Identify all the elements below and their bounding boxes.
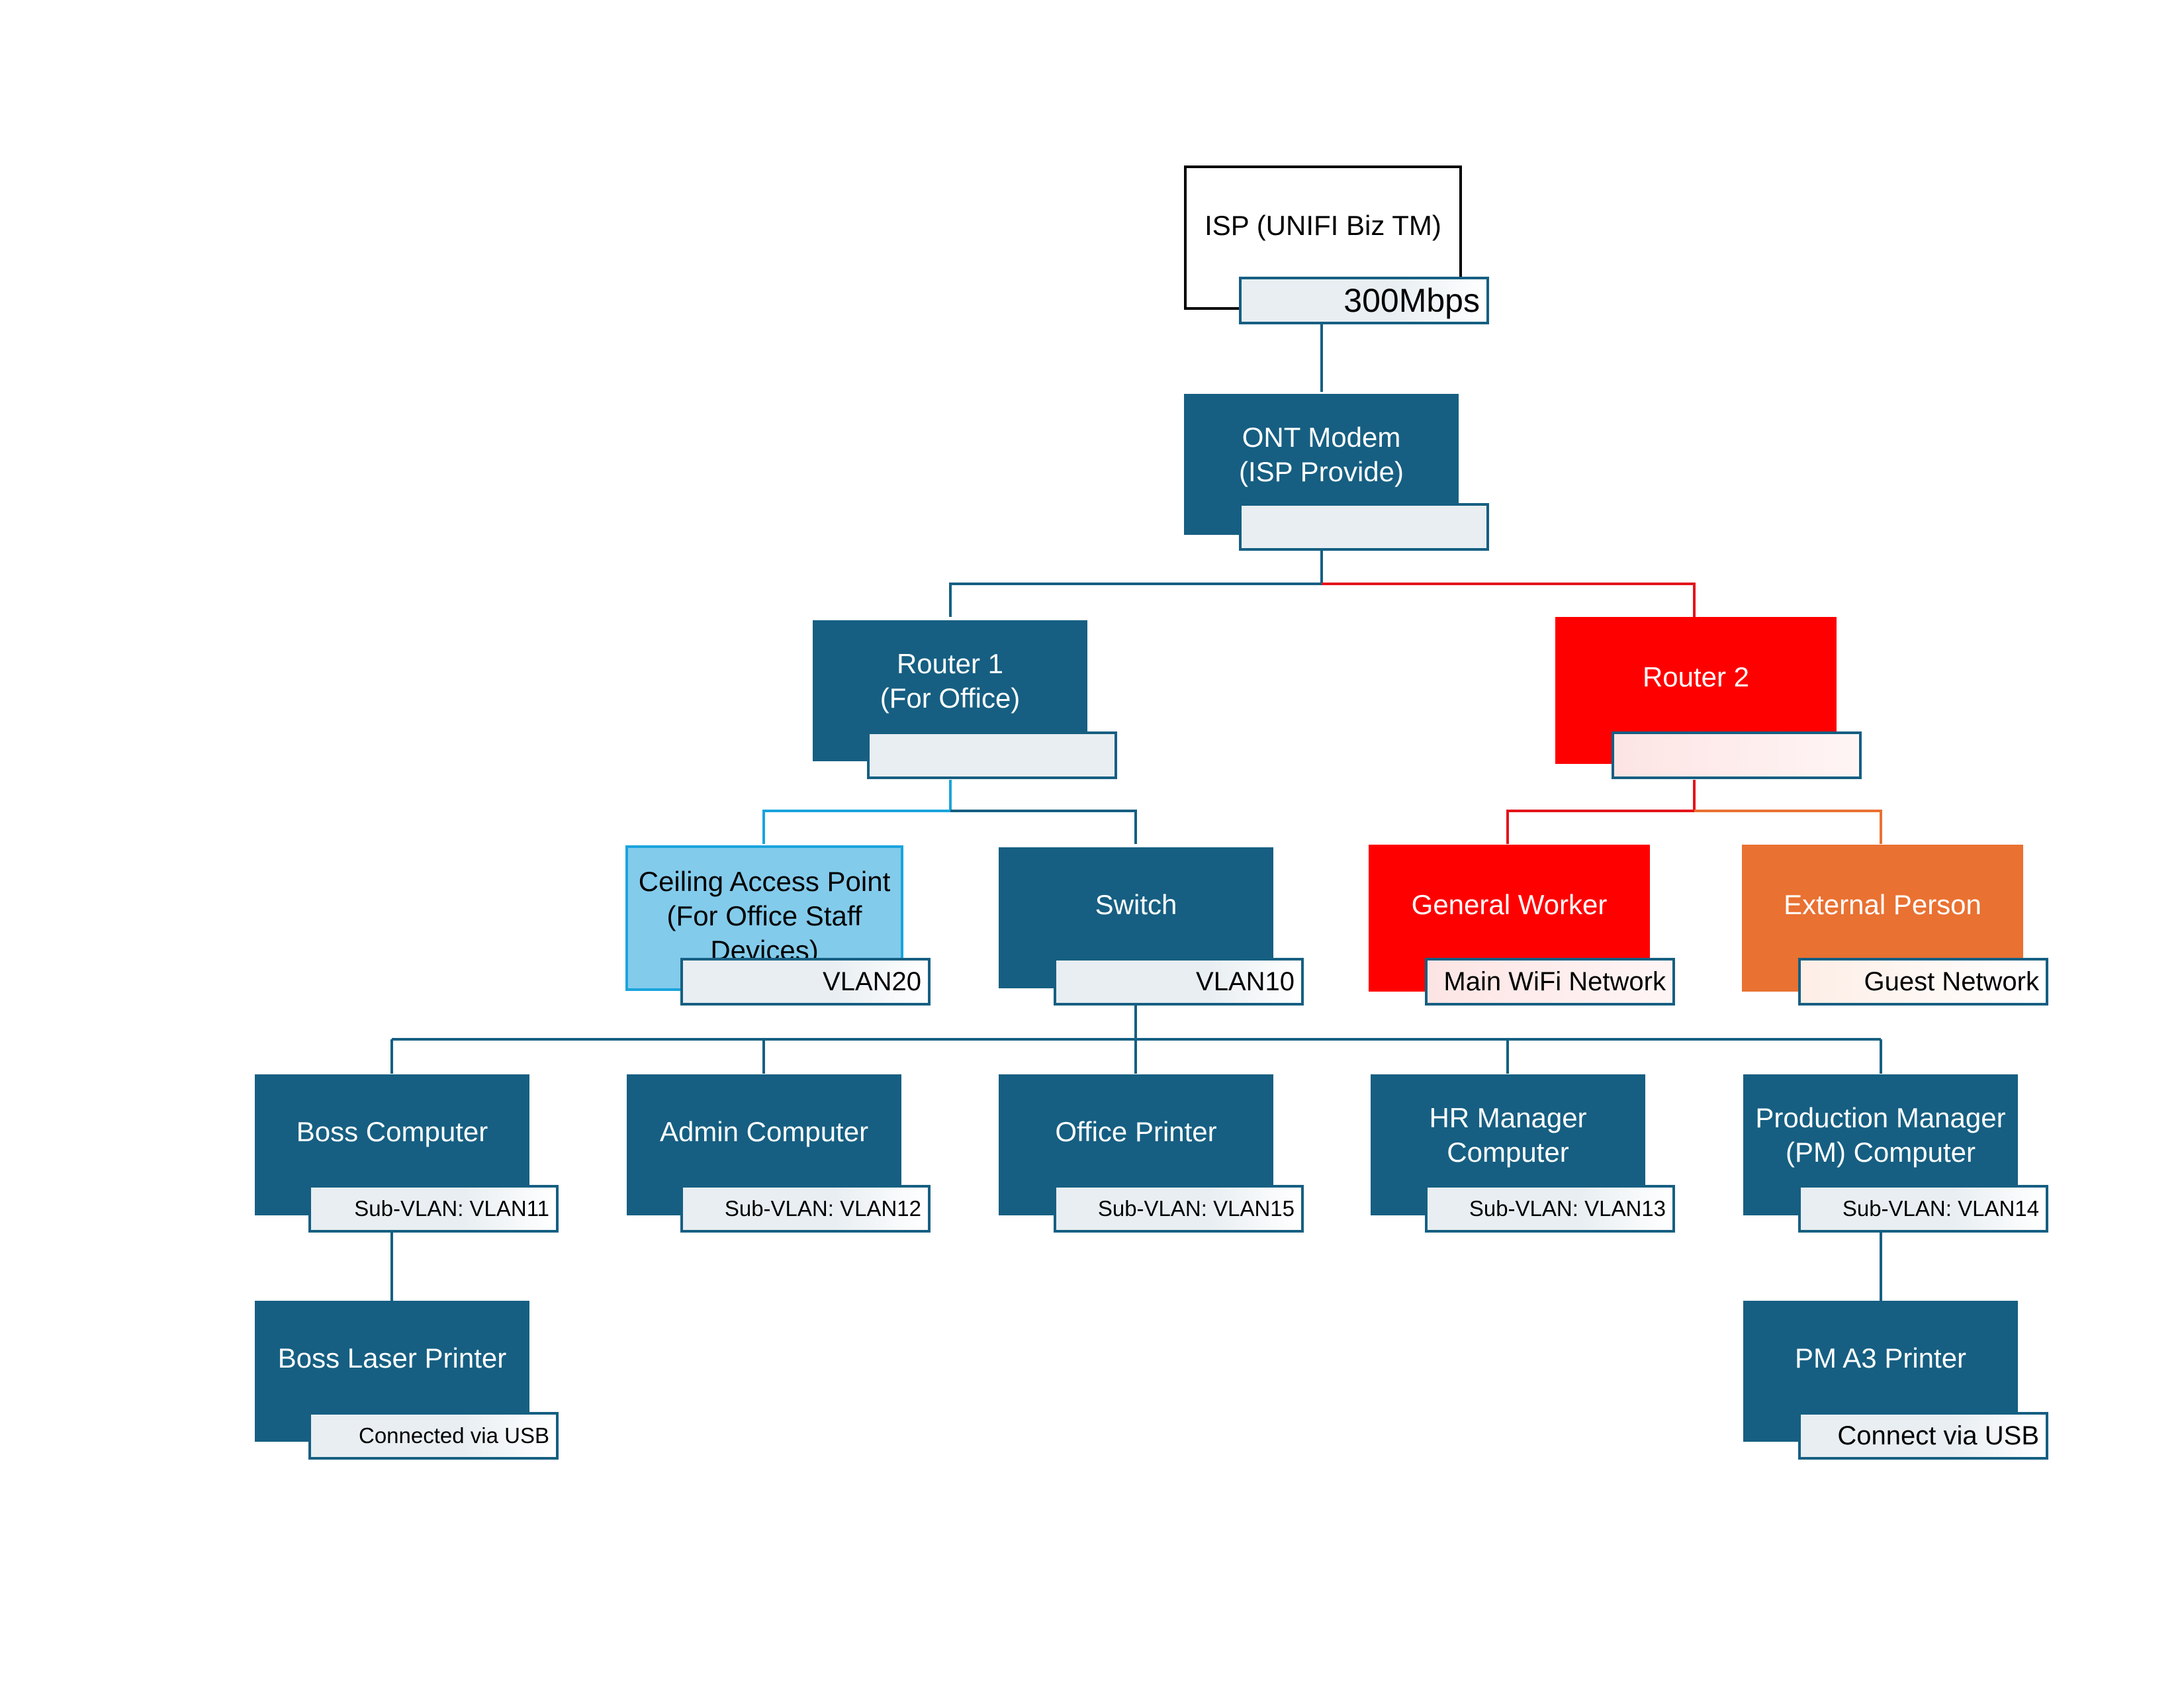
- connector-router2-external: [1694, 810, 1882, 844]
- boss-computer-title: Boss Computer: [296, 1115, 488, 1147]
- admin-computer-vlan-tag: Sub-VLAN: VLAN12: [680, 1185, 931, 1233]
- connector-switch-bus: [390, 1005, 1882, 1074]
- connector-ont-router2: [1322, 583, 1696, 617]
- isp-bandwidth-tag: 300Mbps: [1239, 277, 1489, 324]
- office-printer-title: Office Printer: [1055, 1115, 1217, 1147]
- pm-computer-vlan-tag: Sub-VLAN: VLAN14: [1798, 1185, 2048, 1233]
- connector-ont-router1: [949, 551, 1323, 617]
- pm-a3-printer-connection-tag: Connect via USB: [1798, 1412, 2048, 1460]
- admin-computer-title: Admin Computer: [659, 1115, 869, 1147]
- external-person-title: External Person: [1784, 889, 1981, 920]
- general-worker-title: General Worker: [1411, 889, 1608, 920]
- router2-tag: [1612, 731, 1862, 779]
- ont-modem-title: ONT Modem (ISP Provide): [1239, 421, 1404, 487]
- boss-laser-printer-connection-tag: Connected via USB: [308, 1412, 559, 1460]
- ont-modem-tag: [1239, 503, 1489, 551]
- router2-title: Router 2: [1642, 661, 1750, 692]
- external-person-network-tag: Guest Network: [1798, 958, 2048, 1006]
- router1-tag: [867, 731, 1117, 779]
- connector-router1-ap: [762, 780, 952, 844]
- general-worker-network-tag: Main WiFi Network: [1425, 958, 1675, 1006]
- pm-computer-title: Production Manager (PM) Computer: [1755, 1102, 2006, 1168]
- connector-router2-worker: [1506, 780, 1696, 844]
- access-point-vlan-tag: VLAN20: [680, 958, 931, 1006]
- switch-vlan-tag: VLAN10: [1054, 958, 1304, 1006]
- pm-a3-printer-title: PM A3 Printer: [1794, 1342, 1967, 1374]
- hr-computer-title: HR Manager Computer: [1429, 1102, 1587, 1168]
- connector-router1-switch: [950, 810, 1137, 844]
- boss-laser-printer-title: Boss Laser Printer: [277, 1342, 507, 1374]
- access-point-title: Ceiling Access Point (For Office Staff D…: [638, 866, 891, 966]
- router1-title: Router 1 (For Office): [880, 647, 1021, 714]
- hr-computer-vlan-tag: Sub-VLAN: VLAN13: [1425, 1185, 1675, 1233]
- switch-title: Switch: [1095, 888, 1177, 920]
- isp-title: ISP (UNIFI Biz TM): [1205, 210, 1441, 241]
- office-printer-vlan-tag: Sub-VLAN: VLAN15: [1054, 1185, 1304, 1233]
- boss-computer-vlan-tag: Sub-VLAN: VLAN11: [308, 1185, 559, 1233]
